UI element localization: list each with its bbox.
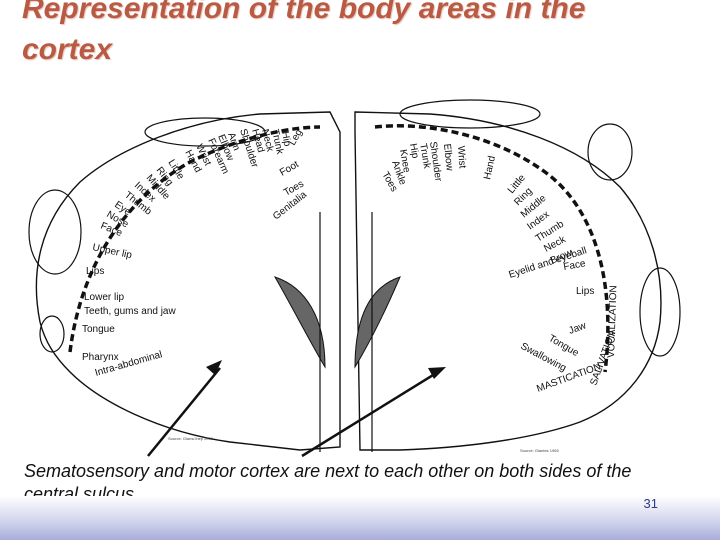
label-hip-right: Hip [407,143,421,160]
label-tongue-left: Tongue [82,324,115,335]
label-upper-lip: Upper lip [91,242,133,261]
label-vocalization: VOCALIZATION [606,285,620,358]
left-ventricle [273,276,326,369]
right-ventricle [354,276,401,369]
label-lips-left: Lips [86,266,104,277]
label-knee-right: Knee [397,149,412,174]
left-homunculus-face [28,189,82,275]
right-homunculus-hand [587,123,633,181]
cortex-homunculus-diagram: Hip Trunk Neck Head Shoulder Arm Elbow F… [28,99,681,458]
label-hip-left: Hip [279,131,293,148]
source-right: Source: Glantes 1965 [520,448,559,453]
arrow-left [147,360,222,457]
label-foot-left: Foot [278,159,301,179]
label-hand-right: Hand [482,155,498,181]
label-trunk-right: Trunk [417,143,432,171]
right-homunculus-body [399,99,541,129]
page-number: 31 [643,496,658,511]
label-teeth-gums-jaw: Teeth, gums and jaw [84,306,176,317]
label-lips-right: Lips [576,286,594,297]
label-face-right: Face [563,258,587,273]
source-left: Source: Glans/Jnep 2001 [168,436,214,441]
left-labels: Hip Trunk Neck Head Shoulder Arm Elbow F… [82,128,309,379]
left-homunculus-body [144,117,266,147]
label-trunk-left: Trunk [269,128,285,156]
label-jaw-right: Jaw [567,320,588,337]
slide-title: Representation of the body areas in the … [22,0,586,66]
right-homunculus-face [639,267,681,357]
label-pharynx: Pharynx [82,352,119,363]
left-hemisphere-outline [35,111,341,451]
footer-bar [0,496,720,540]
label-lower-lip: Lower lip [84,292,124,303]
label-elbow-right: Elbow [441,143,455,172]
right-labels: Knee Hip Trunk Shoulder Elbow Wrist Hand… [379,141,619,395]
label-wrist-right: Wrist [455,145,468,169]
right-hemisphere-outline [354,111,662,451]
arrow-right [301,367,446,458]
motor-cortex-band [374,124,610,373]
left-homunculus-tongue [39,315,65,353]
